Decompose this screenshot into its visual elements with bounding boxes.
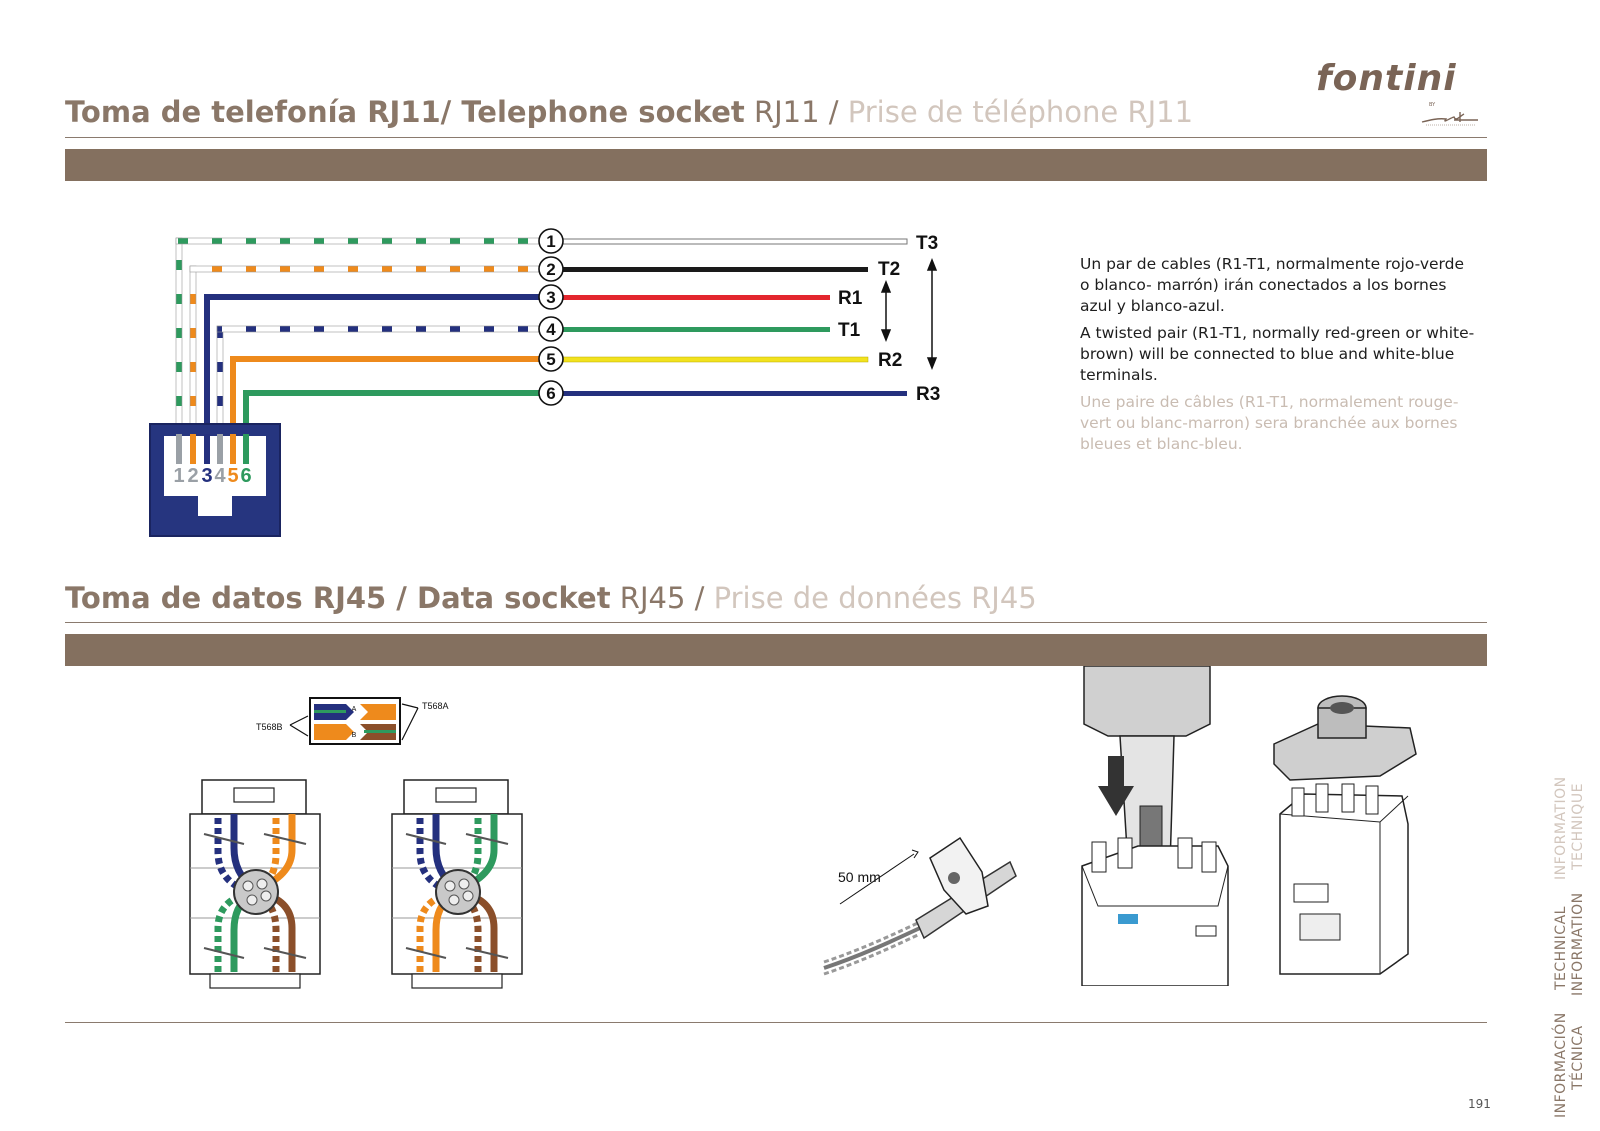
rj11-pin-number-6: 6 <box>546 384 555 403</box>
rj11-title-fr: Prise de téléphone RJ11 <box>838 95 1194 129</box>
rj11-description: Un par de cables (R1-T1, normalmente roj… <box>1080 254 1475 461</box>
rj11-band <box>65 149 1487 181</box>
rj11-socket-pin-4: 4 <box>214 465 226 487</box>
rj11-socket <box>149 423 281 537</box>
rj11-pin-marker-5 <box>538 346 564 372</box>
rj11-label-r3: R3 <box>916 384 940 405</box>
signature-icon <box>1421 112 1478 126</box>
brand-logo-by: BY <box>1429 102 1436 108</box>
rj45-title-en: Data socket <box>406 581 611 615</box>
rj11-line-r2 <box>559 356 869 363</box>
rj11-line-t3 <box>559 238 908 245</box>
rj45-title-fr: Prise de données RJ45 <box>704 581 1037 615</box>
rj11-wire-5 <box>230 356 550 434</box>
rj11-label-t1: T1 <box>838 320 861 341</box>
rj11-socket-pin-6: 6 <box>240 465 251 487</box>
page-number: 191 <box>1468 1097 1491 1111</box>
sidebar-fr-1: INFORMATION <box>1553 776 1569 880</box>
rj11-socket-pin-5: 5 <box>227 465 238 487</box>
rj45-module-t568b <box>189 779 321 989</box>
sidebar-en-1: TECHNICAL <box>1553 906 1569 990</box>
rj11-description-fr: Une paire de câbles (R1-T1, normalement … <box>1080 393 1459 453</box>
rj11-line-r3 <box>560 391 907 396</box>
rj11-wire-4 <box>216 325 551 435</box>
rj11-pin-number-2: 2 <box>546 260 555 279</box>
rj11-pin-marker-4 <box>538 316 564 342</box>
rj11-label-r2: R2 <box>878 350 902 371</box>
sidebar-es-1: INFORMACIÓN <box>1553 1012 1569 1118</box>
punch-down-tool-illustration <box>1081 666 1229 986</box>
rj11-pair-arrows <box>880 257 938 371</box>
rj45-title-model: RJ45 / <box>610 581 705 615</box>
rj11-line-r1 <box>560 295 830 300</box>
rj11-pin-marker-3 <box>538 284 564 310</box>
rj11-pin-number-3: 3 <box>546 288 555 307</box>
sidebar-es-2: TÉCNICA <box>1570 1025 1586 1090</box>
rj11-wiring-diagram: 1 2 3 4 5 6 T3 T2 R1 T1 R2 R3 <box>149 228 940 537</box>
sidebar-en-2: INFORMATION <box>1570 892 1586 996</box>
rj45-legend-label-b: B <box>352 732 357 739</box>
rj45-module-t568a <box>391 779 523 989</box>
rj11-title-es: Toma de telefonía RJ11/ <box>65 95 452 129</box>
rj11-title-rule <box>65 137 1487 138</box>
rj11-wire-3 <box>204 294 550 434</box>
rj11-description-es: Un par de cables (R1-T1, normalmente roj… <box>1080 255 1465 315</box>
rj45-label-t568b: T568B <box>256 722 283 732</box>
rj11-line-t1 <box>560 327 830 332</box>
rj11-pin-number-5: 5 <box>546 350 555 369</box>
brand-logo: fontini <box>1316 58 1457 99</box>
rj45-title-rule <box>65 622 1487 623</box>
footer-rule <box>65 1022 1487 1023</box>
rj11-title-model: RJ11 / <box>744 95 839 129</box>
rj11-pin-number-1: 1 <box>546 232 555 251</box>
sidebar-fr-2: TECHNIQUE <box>1570 783 1586 870</box>
rj11-socket-pin-2: 2 <box>187 465 198 487</box>
rj11-label-t3: T3 <box>916 233 938 254</box>
cable-strip-measure: 50 mm <box>838 869 881 885</box>
rj11-pin-number-4: 4 <box>546 320 556 339</box>
rj11-pin-marker-1 <box>538 228 564 254</box>
rj11-label-r1: R1 <box>838 288 863 309</box>
rj11-title: Toma de telefonía RJ11/ Telephone socket… <box>65 95 1193 129</box>
cable-strip-illustration: 50 mm <box>823 836 1017 976</box>
rj45-title: Toma de datos RJ45 / Data socket RJ45 / … <box>65 581 1037 615</box>
rj11-socket-pin-1: 1 <box>173 465 184 487</box>
rj45-band <box>65 634 1487 666</box>
rj45-legend-label-a: A <box>352 706 357 713</box>
rj11-title-en: Telephone socket <box>451 95 745 129</box>
rj11-label-t2: T2 <box>878 259 900 280</box>
rj11-pin-marker-6 <box>538 380 564 406</box>
rj11-pin-marker-2 <box>538 256 564 282</box>
rj45-color-legend: A B T568B T568A <box>256 697 449 745</box>
rj45-label-t568a: T568A <box>422 701 449 711</box>
rj11-line-t2 <box>560 267 868 272</box>
rj11-wire-6 <box>243 390 550 434</box>
rj45-title-es: Toma de datos RJ45 / <box>65 581 407 615</box>
rj11-description-en: A twisted pair (R1-T1, normally red-gree… <box>1080 324 1475 384</box>
jack-cap-illustration <box>1273 695 1417 975</box>
rj11-socket-pin-3: 3 <box>201 465 212 487</box>
